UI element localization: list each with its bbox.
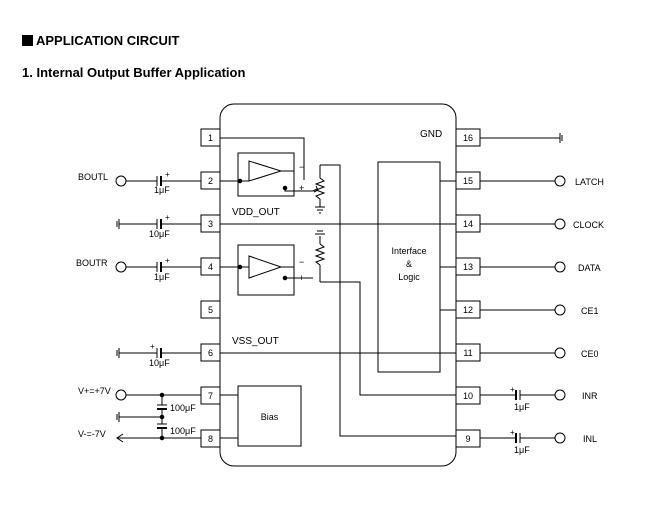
clock-label: CLOCK <box>573 220 604 230</box>
cap-pin4-value: 1μF <box>154 272 170 282</box>
opamp-right-minus: − <box>299 257 304 267</box>
pin-7-number: 7 <box>208 391 213 401</box>
pin-16-number: 16 <box>463 133 473 143</box>
boutl-terminal <box>115 175 127 187</box>
opamp-right <box>237 244 295 296</box>
pin-13-number: 13 <box>463 262 473 272</box>
bias-label: Bias <box>261 412 279 422</box>
logic-line-2: & <box>406 259 412 269</box>
cap-pin6-value: 10μF <box>149 358 170 368</box>
pin-5-box <box>200 300 221 319</box>
clock-terminal <box>554 218 566 230</box>
boutr-terminal <box>115 261 127 273</box>
section-title: APPLICATION CIRCUIT <box>36 33 180 48</box>
internal-wiring <box>220 137 456 439</box>
section-header: APPLICATION CIRCUIT <box>22 33 179 48</box>
pin-14-number: 14 <box>463 219 473 229</box>
external-left-wiring <box>115 175 201 443</box>
ce1-label: CE1 <box>581 306 599 316</box>
pin-2-number: 2 <box>208 176 213 186</box>
data-terminal <box>554 261 566 273</box>
pin-10-number: 10 <box>463 391 473 401</box>
logic-line-1: Interface <box>391 246 426 256</box>
ce0-label: CE0 <box>581 349 599 359</box>
pin-15-number: 15 <box>463 176 473 186</box>
opamp-left-minus: − <box>299 162 304 172</box>
cap-pin7-value: 100μF <box>170 403 196 413</box>
ce1-terminal <box>554 304 566 316</box>
cap-pin3-value: 10μF <box>149 229 170 239</box>
inr-terminal <box>554 389 566 401</box>
cap-pin2-value: 1μF <box>154 185 170 195</box>
gnd-label: GND <box>420 129 442 140</box>
vplus-label: V+=+7V <box>78 386 111 396</box>
logic-line-3: Logic <box>398 272 420 282</box>
pin-6-number: 6 <box>208 348 213 358</box>
pin-8-number: 8 <box>208 434 213 444</box>
vminus-label: V-=-7V <box>78 429 106 439</box>
opamp-left <box>237 152 295 197</box>
cap-pin8-value: 100μF <box>170 426 196 436</box>
cap-pin9-polarity: + <box>510 428 515 437</box>
inr-label: INR <box>582 391 598 401</box>
bias-block <box>237 385 302 447</box>
section-subtitle: 1. Internal Output Buffer Application <box>22 65 246 80</box>
opamp-left-plus: + <box>299 183 304 193</box>
cap-pin4-polarity: + <box>165 256 170 265</box>
square-bullet-icon <box>22 35 33 46</box>
ce0-terminal <box>554 347 566 359</box>
cap-pin3-polarity: + <box>165 213 170 222</box>
data-label: DATA <box>578 263 601 273</box>
cap-pin9-value: 1μF <box>514 445 530 455</box>
pin-5-number: 5 <box>208 305 213 315</box>
pin-3-number: 3 <box>208 219 213 229</box>
pin-9-number: 9 <box>465 434 470 444</box>
vdd-out-label: VDD_OUT <box>232 207 280 218</box>
pin-12-number: 12 <box>463 305 473 315</box>
vplus-terminal <box>115 389 127 401</box>
external-right-wiring <box>480 133 566 444</box>
vss-out-label: VSS_OUT <box>232 336 279 347</box>
latch-label: LATCH <box>575 177 604 187</box>
cap-pin2-polarity: + <box>165 170 170 179</box>
inl-label: INL <box>583 434 597 444</box>
pin-1-number: 1 <box>208 133 213 143</box>
pin-11-number: 11 <box>463 348 472 358</box>
cap-pin10-polarity: + <box>510 385 515 394</box>
pin-4-number: 4 <box>208 262 213 272</box>
cap-pin10-value: 1μF <box>514 402 530 412</box>
cap-pin6-polarity: + <box>150 342 155 351</box>
boutr-label: BOUTR <box>76 258 108 268</box>
latch-terminal <box>554 175 566 187</box>
boutl-label: BOUTL <box>78 172 108 182</box>
chip-body <box>219 103 457 467</box>
inl-terminal <box>554 432 566 444</box>
